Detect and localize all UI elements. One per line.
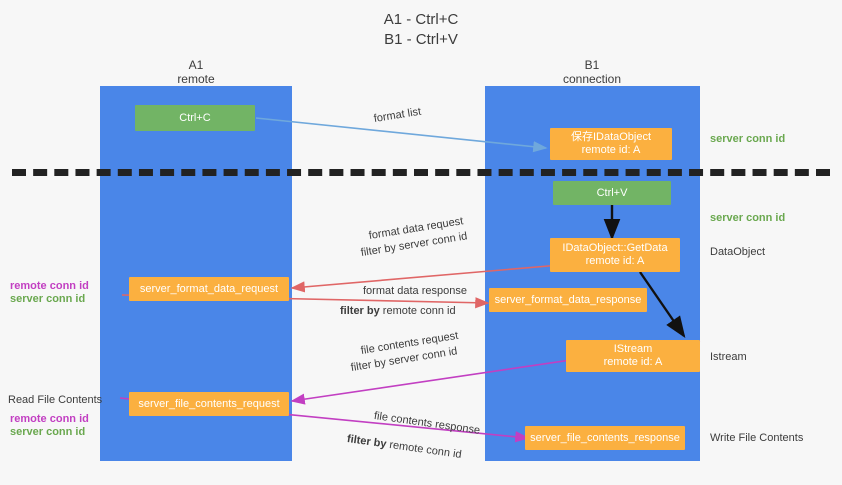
box-server-format-data-request[interactable]: server_format_data_request	[129, 277, 289, 301]
box-getdata-line1: IDataObject::GetData	[562, 242, 668, 254]
lane-b1-name: B1	[584, 58, 600, 72]
side-label-server-conn-id-2: server conn id	[10, 426, 86, 438]
page-title: A1 - Ctrl+C B1 - Ctrl+V	[0, 10, 842, 50]
box-getdata[interactable]: IDataObject::GetData remote id: A	[550, 238, 680, 272]
lane-a1-sub: remote	[177, 72, 215, 86]
box-istream[interactable]: IStream remote id: A	[566, 340, 700, 372]
box-istream-line2: remote id: A	[603, 356, 663, 368]
title-line-1: A1 - Ctrl+C	[383, 11, 459, 28]
box-server-format-data-response-label: server_format_data_response	[494, 293, 642, 306]
side-label-right-server-conn-id-1: server conn id	[710, 133, 786, 145]
box-save-dataobject-line2: remote id: A	[581, 144, 641, 156]
side-label-istream: Istream	[710, 351, 747, 363]
box-server-file-contents-request[interactable]: server_file_contents_request	[129, 392, 289, 416]
dashed-divider	[12, 169, 830, 176]
box-ctrl-c[interactable]: Ctrl+C	[135, 105, 255, 131]
box-server-format-data-request-label: server_format_data_request	[139, 282, 279, 295]
side-label-right-server-conn-id-2: server conn id	[710, 212, 786, 224]
box-ctrl-c-label: Ctrl+C	[179, 111, 211, 124]
box-ctrl-v-label: Ctrl+V	[596, 186, 628, 199]
side-label-server-conn-id-1: server conn id	[10, 293, 86, 305]
box-server-file-contents-response-label: server_file_contents_response	[530, 431, 680, 444]
box-server-format-data-response[interactable]: server_format_data_response	[489, 288, 647, 312]
filter-key-remote-conn-id-1: remote conn id	[382, 305, 456, 317]
box-getdata-line2: remote id: A	[585, 255, 645, 267]
side-label-write-file-contents: Write File Contents	[710, 432, 804, 444]
box-ctrl-v[interactable]: Ctrl+V	[553, 181, 671, 205]
title-line-2: B1 - Ctrl+V	[384, 31, 458, 48]
filter-by-text-2: filter by	[340, 305, 383, 317]
lane-header-a1: A1 remote	[96, 58, 296, 86]
side-label-dataobject: DataObject	[710, 246, 766, 258]
lane-a1-name: A1	[188, 58, 204, 72]
arrow-format-list	[255, 117, 548, 153]
arrow-format-data-request	[290, 264, 561, 293]
arrow-getdata-to-istream	[639, 271, 686, 338]
side-label-remote-conn-id-1: remote conn id	[10, 280, 89, 292]
box-istream-line1: IStream	[613, 343, 653, 355]
side-label-remote-conn-id-2: remote conn id	[10, 413, 89, 425]
label-format-data-response: format data response	[363, 285, 467, 297]
side-label-read-file-contents: Read File Contents	[8, 394, 103, 406]
label-format-data-response-filter: filter by remote conn id	[340, 304, 456, 318]
lane-b1-sub: connection	[562, 72, 622, 86]
box-server-file-contents-response[interactable]: server_file_contents_response	[525, 426, 685, 450]
lane-header-b1: B1 connection	[492, 58, 692, 86]
box-save-dataobject-line1: 保存IDataObject	[570, 131, 652, 143]
box-save-dataobject[interactable]: 保存IDataObject remote id: A	[550, 128, 672, 160]
box-server-file-contents-request-label: server_file_contents_request	[138, 397, 280, 410]
